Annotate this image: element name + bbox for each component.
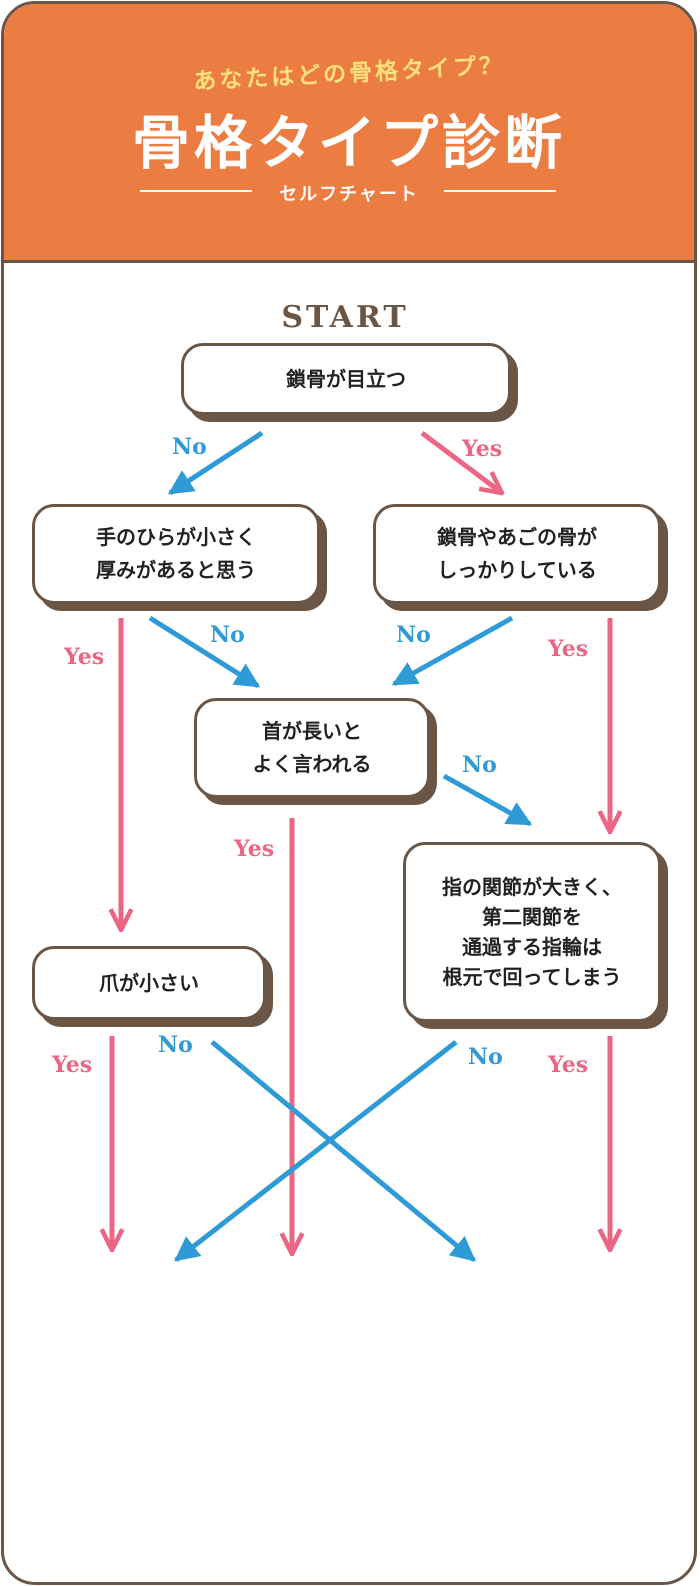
label-q6-no: No <box>158 1032 193 1058</box>
label-q5-yes: Yes <box>548 1052 589 1078</box>
arrow-q1-no <box>167 430 264 496</box>
question-jaw-bone-solid: 鎖骨やあごの骨が しっかりしている <box>373 504 661 604</box>
question-collarbone-prominent: 鎖骨が目立つ <box>181 343 511 415</box>
header-self-chart: セルフチャート <box>279 184 419 205</box>
header-title: 骨格タイプ診断 <box>131 109 566 177</box>
question-palm-small-thick: 手のひらが小さく 厚みがあると思う <box>32 504 320 604</box>
label-q3-no: No <box>396 622 431 648</box>
label-q3-yes: Yes <box>548 636 589 662</box>
arrow-q5-no <box>174 1040 458 1262</box>
arrow-q1-yes <box>420 431 502 493</box>
header-divider-left <box>140 190 252 192</box>
label-q2-yes: Yes <box>64 644 105 670</box>
question-small-nails: 爪が小さい <box>32 946 266 1020</box>
label-q4-no: No <box>462 752 497 778</box>
label-q2-no: No <box>210 622 245 648</box>
arrow-q6-no <box>210 1040 476 1262</box>
label-q5-no: No <box>468 1044 503 1070</box>
label-q1-yes: Yes <box>462 436 503 462</box>
label-q4-yes: Yes <box>234 836 275 862</box>
question-finger-joints: 指の関節が大きく、 第二関節を 通過する指輪は 根元で回ってしまう <box>403 842 661 1022</box>
header-banner: あなたはどの骨格タイプ？ 骨格タイプ診断 セルフチャート <box>4 4 694 263</box>
label-q1-no: No <box>172 434 207 460</box>
label-q6-yes: Yes <box>52 1052 93 1078</box>
arrow-q3-no <box>391 615 514 687</box>
question-long-neck: 首が長いと よく言われる <box>194 698 430 798</box>
start-label: START <box>281 300 409 335</box>
header-divider-right <box>444 190 556 192</box>
arrow-q2-no <box>148 615 261 689</box>
arrow-q4-no <box>442 773 533 827</box>
